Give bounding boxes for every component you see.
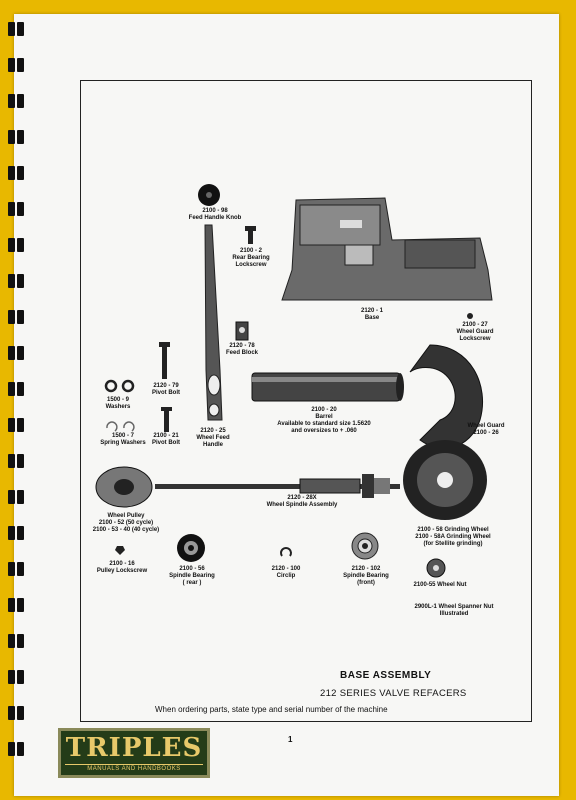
label-2100-98: 2100 - 98 Feed Handle Knob [188,208,242,221]
logo-tagline: MANUALS AND HANDBOOKS [65,764,203,772]
label-2100-56: 2100 - 56 Spindle Bearing ( rear ) [169,566,215,586]
diagram-frame [80,80,532,722]
label-2120-78: 2120 - 78 Feed Block [225,343,258,356]
label-2120-25: 2120 - 25 Wheel Feed Handle [196,428,230,448]
label-2120-79: 2120 - 79 Pivot Bolt [152,383,180,396]
triples-logo: TRIPLES MANUALS AND HANDBOOKS [58,728,210,778]
label-2120-102: 2120 - 102 Spindle Bearing (front) [343,566,389,586]
label-2100-16: 2100 - 16 Pulley Lockscrew [96,561,148,574]
logo-name: TRIPLES [65,733,203,763]
label-2100-58: 2100 - 58 Grinding Wheel 2100 - 58A Grin… [415,527,491,547]
label-2120-100: 2120 - 100 Circlip [271,566,301,579]
ordering-note: When ordering parts, state type and seri… [155,705,388,714]
series-subtitle: 212 SERIES VALVE REFACERS [320,688,467,699]
label-2100-2: 2100 - 2 Rear Bearing Lockscrew [232,248,270,268]
label-2100-26: Wheel Guard 2100 - 26 [467,423,505,436]
spiral-binding [8,22,24,756]
label-1500-9: 1500 - 9 Washers [105,397,131,410]
label-2100-20: 2100 - 20 Barrel Available to standard s… [277,407,371,434]
assembly-title: BASE ASSEMBLY [340,670,432,681]
label-2100-21: 2100 - 21 Pivot Bolt [152,433,180,446]
label-2120-28x: 2120 - 28X Wheel Spindle Assembly [266,495,338,508]
label-2100-55: 2100-55 Wheel Nut [413,582,467,588]
page-number: 1 [288,735,293,744]
label-2120-1: 2120 - 1 Base [360,308,384,321]
label-2100-52: Wheel Pulley 2100 - 52 (50 cycle) 2100 -… [92,513,160,533]
label-2100-27: 2100 - 27 Wheel Guard Lockscrew [456,322,494,342]
label-2900l-1: 2900L-1 Wheel Spanner Nut Illustrated [414,604,494,617]
label-1500-7: 1500 - 7 Spring Washers [100,433,146,446]
